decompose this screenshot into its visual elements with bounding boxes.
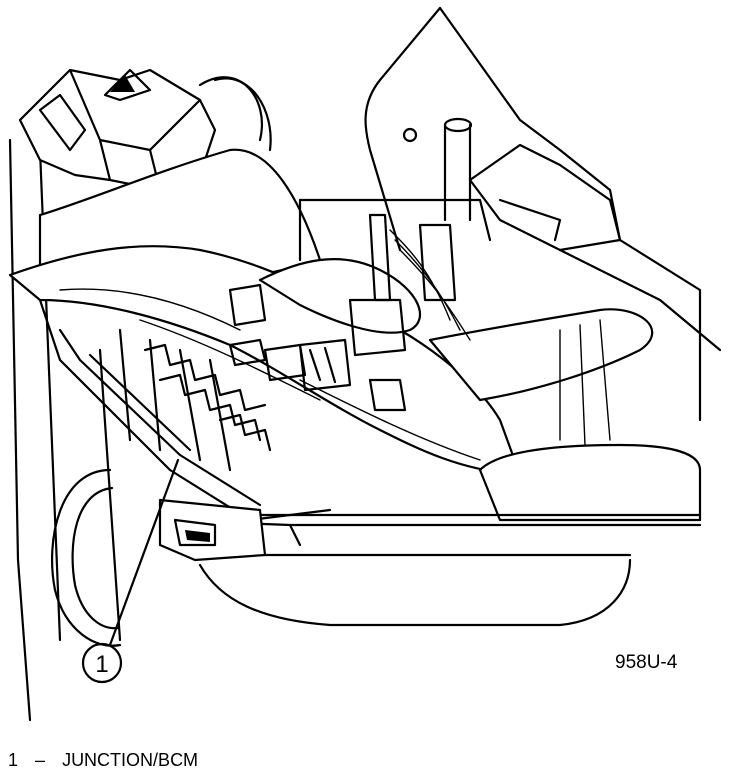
speaker-grille [51,468,122,647]
callout-number: 1 [95,651,108,678]
callout-circle [81,642,123,684]
legend: 1 – JUNCTION/BCM [8,750,198,771]
legend-label: JUNCTION/BCM [62,750,199,770]
legend-separator: – [35,750,46,770]
harness-connector [18,68,272,192]
junction-block [38,198,492,522]
legend-number: 1 [8,750,19,770]
dash-panel [364,6,722,422]
figure-id: 958U-4 [615,652,678,673]
callout-1: 1 [81,458,180,684]
lower-console [158,443,702,627]
